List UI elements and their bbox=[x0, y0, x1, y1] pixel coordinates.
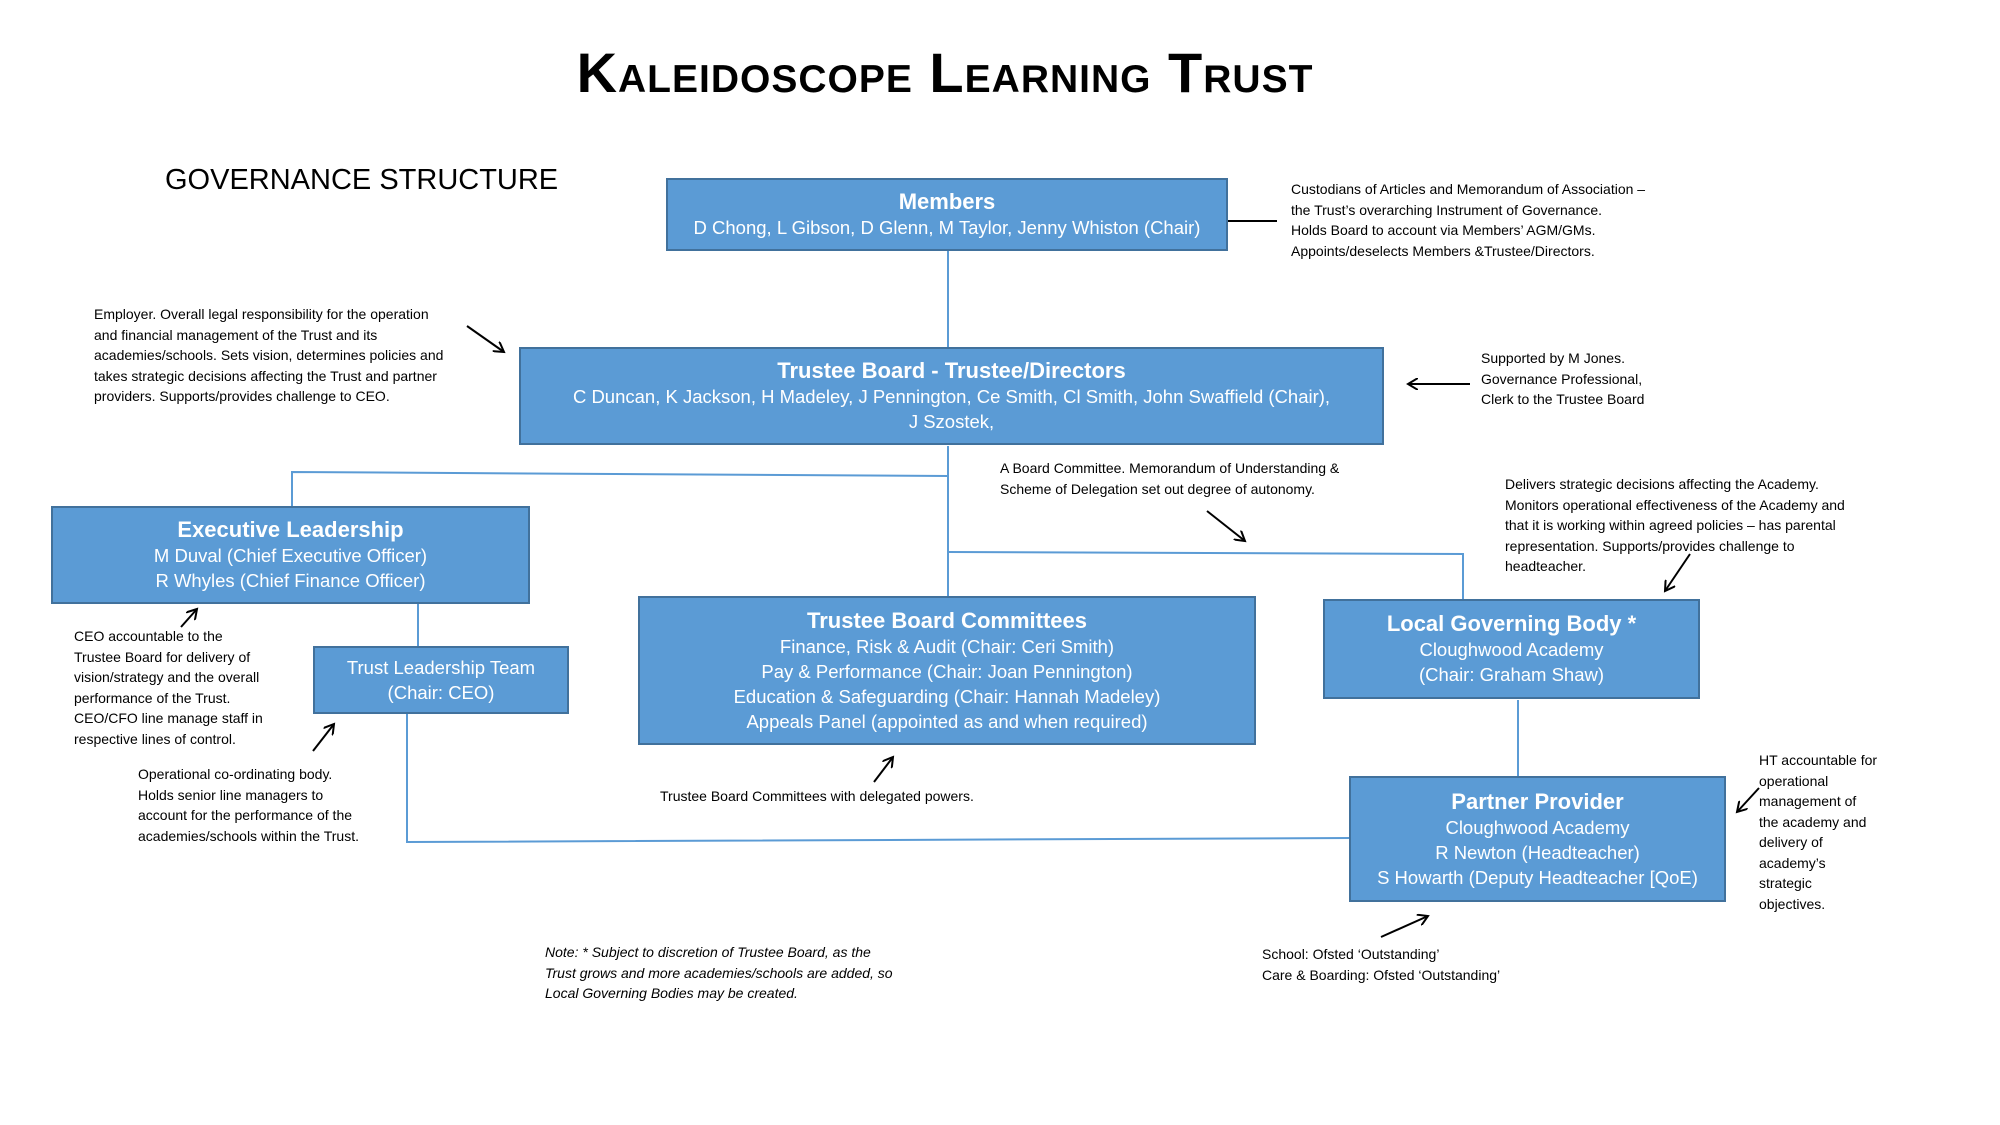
arrow-ceo-note bbox=[180, 609, 197, 628]
partner-provider-deputy: S Howarth (Deputy Headteacher [QoE) bbox=[1377, 866, 1698, 888]
note-line: performance of the Trust. bbox=[74, 689, 231, 706]
partner-provider-box: Partner Provider Cloughwood Academy R Ne… bbox=[1349, 776, 1726, 902]
ht-note: HT accountable for operational managemen… bbox=[1759, 750, 1877, 914]
note-line: and financial management of the Trust an… bbox=[94, 326, 378, 343]
ceo-note: CEO accountable to the Trustee Board for… bbox=[74, 626, 263, 749]
trustee-board-list-1: C Duncan, K Jackson, H Madeley, J Pennin… bbox=[572, 386, 1331, 407]
note-line: academy’s bbox=[1759, 854, 1826, 871]
note-line: academies/schools. Sets vision, determin… bbox=[94, 347, 444, 363]
section-subtitle: GOVERNANCE STRUCTURE bbox=[165, 164, 559, 196]
partner-provider-headteacher: R Newton (Headteacher) bbox=[1435, 841, 1640, 863]
note-line: academies/schools within the Trust. bbox=[138, 827, 359, 844]
executive-leadership-box: Executive Leadership M Duval (Chief Exec… bbox=[51, 506, 530, 604]
note-line: Employer. Overall legal responsibility f… bbox=[94, 306, 429, 322]
board-note: Employer. Overall legal responsibility f… bbox=[94, 304, 443, 407]
note-line: Custodians of Articles and Memorandum of… bbox=[1291, 181, 1646, 197]
arrow-lgb-note bbox=[1665, 553, 1691, 591]
executive-leadership-heading: Executive Leadership bbox=[177, 517, 404, 542]
committees-heading: Trustee Board Committees bbox=[807, 607, 1087, 633]
committee-appeals: Appeals Panel (appointed as and when req… bbox=[746, 710, 1148, 732]
lgb-academy: Cloughwood Academy bbox=[1419, 639, 1604, 660]
connector-board-exec bbox=[291, 470, 949, 508]
note-line: CEO/CFO line manage staff in bbox=[74, 710, 263, 726]
page-title: Kaleidoscope Learning Trust bbox=[576, 41, 1314, 104]
tlt-note: Operational co-ordinating body. Holds se… bbox=[138, 764, 359, 846]
note-line: A Board Committee. Memorandum of Underst… bbox=[1000, 460, 1340, 476]
partner-provider-academy: Cloughwood Academy bbox=[1445, 816, 1630, 838]
connector-board-lgb bbox=[947, 551, 1464, 601]
board-committee-note: A Board Committee. Memorandum of Underst… bbox=[1000, 458, 1339, 499]
committees-note: Trustee Board Committees with delegated … bbox=[660, 786, 974, 807]
arrow-board-note bbox=[466, 325, 504, 352]
note-line: Monitors operational effectiveness of th… bbox=[1505, 496, 1845, 513]
committees-box: Trustee Board Committees Finance, Risk &… bbox=[638, 596, 1256, 745]
note-line: operational bbox=[1759, 772, 1829, 789]
footnote: Note: * Subject to discretion of Trustee… bbox=[545, 942, 893, 1004]
executive-leadership-ceo: M Duval (Chief Executive Officer) bbox=[153, 545, 428, 566]
note-line: strategic bbox=[1759, 875, 1812, 891]
arrow-board-committee-note bbox=[1206, 510, 1245, 541]
note-line: delivery of bbox=[1759, 834, 1823, 850]
tlt-title: Trust Leadership Team bbox=[346, 657, 536, 678]
members-heading: Members bbox=[898, 189, 996, 214]
committee-finance: Finance, Risk & Audit (Chair: Ceri Smith… bbox=[779, 635, 1115, 657]
lgb-chair: (Chair: Graham Shaw) bbox=[1418, 664, 1605, 685]
committee-education: Education & Safeguarding (Chair: Hannah … bbox=[733, 685, 1161, 707]
note-line: Supported by M Jones. bbox=[1481, 350, 1625, 366]
note-line: takes strategic decisions affecting the … bbox=[94, 367, 437, 384]
note-line: Operational co-ordinating body. bbox=[138, 766, 333, 782]
lgb-heading: Local Governing Body * bbox=[1386, 611, 1637, 636]
note-line: Clerk to the Trustee Board bbox=[1481, 391, 1645, 407]
partner-provider-heading: Partner Provider bbox=[1451, 788, 1624, 814]
arrow-tlt-note bbox=[312, 724, 334, 752]
arrow-committees-note bbox=[873, 757, 893, 783]
lgb-note: Delivers strategic decisions affecting t… bbox=[1505, 474, 1845, 577]
note-line: respective lines of control. bbox=[74, 730, 236, 747]
note-line: Note: * Subject to discretion of Trustee… bbox=[545, 944, 871, 960]
note-line: Trust grows and more academies/schools a… bbox=[545, 964, 893, 981]
note-line: School: Ofsted ‘Outstanding’ bbox=[1262, 946, 1440, 962]
tlt-chair: (Chair: CEO) bbox=[387, 682, 495, 703]
note-line: the academy and bbox=[1759, 813, 1867, 830]
note-line: CEO accountable to the bbox=[74, 628, 223, 644]
trust-leadership-team-box: Trust Leadership Team (Chair: CEO) bbox=[313, 646, 569, 714]
note-line: Trustee Board Committees with delegated … bbox=[660, 788, 974, 804]
note-line: Holds senior line managers to bbox=[138, 786, 324, 803]
local-governing-body-box: Local Governing Body * Cloughwood Academ… bbox=[1323, 599, 1700, 699]
members-box: Members D Chong, L Gibson, D Glenn, M Ta… bbox=[666, 178, 1228, 251]
note-line: Local Governing Bodies may be created. bbox=[545, 985, 798, 1001]
note-line: the Trust’s overarching Instrument of Go… bbox=[1291, 201, 1603, 218]
note-line: objectives. bbox=[1759, 895, 1826, 912]
note-line: account for the performance of the bbox=[138, 807, 353, 823]
trustee-board-list-2: J Szostek, bbox=[908, 411, 995, 432]
note-line: Trustee Board for delivery of bbox=[74, 648, 251, 665]
note-line: that it is working within agreed policie… bbox=[1505, 517, 1836, 533]
clerk-note: Supported by M Jones. Governance Profess… bbox=[1481, 348, 1644, 410]
arrow-ht-note bbox=[1737, 787, 1760, 812]
note-line: representation. Supports/provides challe… bbox=[1505, 537, 1795, 554]
executive-leadership-cfo: R Whyles (Chief Finance Officer) bbox=[155, 570, 426, 591]
arrow-ofsted-note bbox=[1380, 916, 1428, 938]
note-line: Holds Board to account via Members’ AGM/… bbox=[1291, 222, 1596, 238]
connector-tlt-partner bbox=[406, 714, 1353, 844]
trustee-board-heading: Trustee Board - Trustee/Directors bbox=[777, 358, 1126, 383]
note-line: Appoints/deselects Members &Trustee/Dire… bbox=[1291, 242, 1595, 259]
note-line: providers. Supports/provides challenge t… bbox=[94, 388, 390, 404]
note-line: vision/strategy and the overall bbox=[74, 669, 260, 685]
note-line: Care & Boarding: Ofsted ‘Outstanding’ bbox=[1262, 966, 1501, 983]
note-line: Delivers strategic decisions affecting t… bbox=[1505, 476, 1819, 492]
note-line: management of bbox=[1759, 793, 1857, 809]
members-note: Custodians of Articles and Memorandum of… bbox=[1291, 179, 1645, 261]
ofsted-note: School: Ofsted ‘Outstanding’ Care & Boar… bbox=[1262, 944, 1500, 985]
note-line: headteacher. bbox=[1505, 558, 1586, 574]
note-line: Governance Professional, bbox=[1481, 370, 1643, 387]
note-line: Scheme of Delegation set out degree of a… bbox=[1000, 480, 1315, 497]
trustee-board-box: Trustee Board - Trustee/Directors C Dunc… bbox=[519, 347, 1384, 445]
committee-pay: Pay & Performance (Chair: Joan Penningto… bbox=[761, 660, 1133, 682]
note-line: HT accountable for bbox=[1759, 752, 1878, 768]
members-list: D Chong, L Gibson, D Glenn, M Taylor, Je… bbox=[693, 217, 1201, 238]
